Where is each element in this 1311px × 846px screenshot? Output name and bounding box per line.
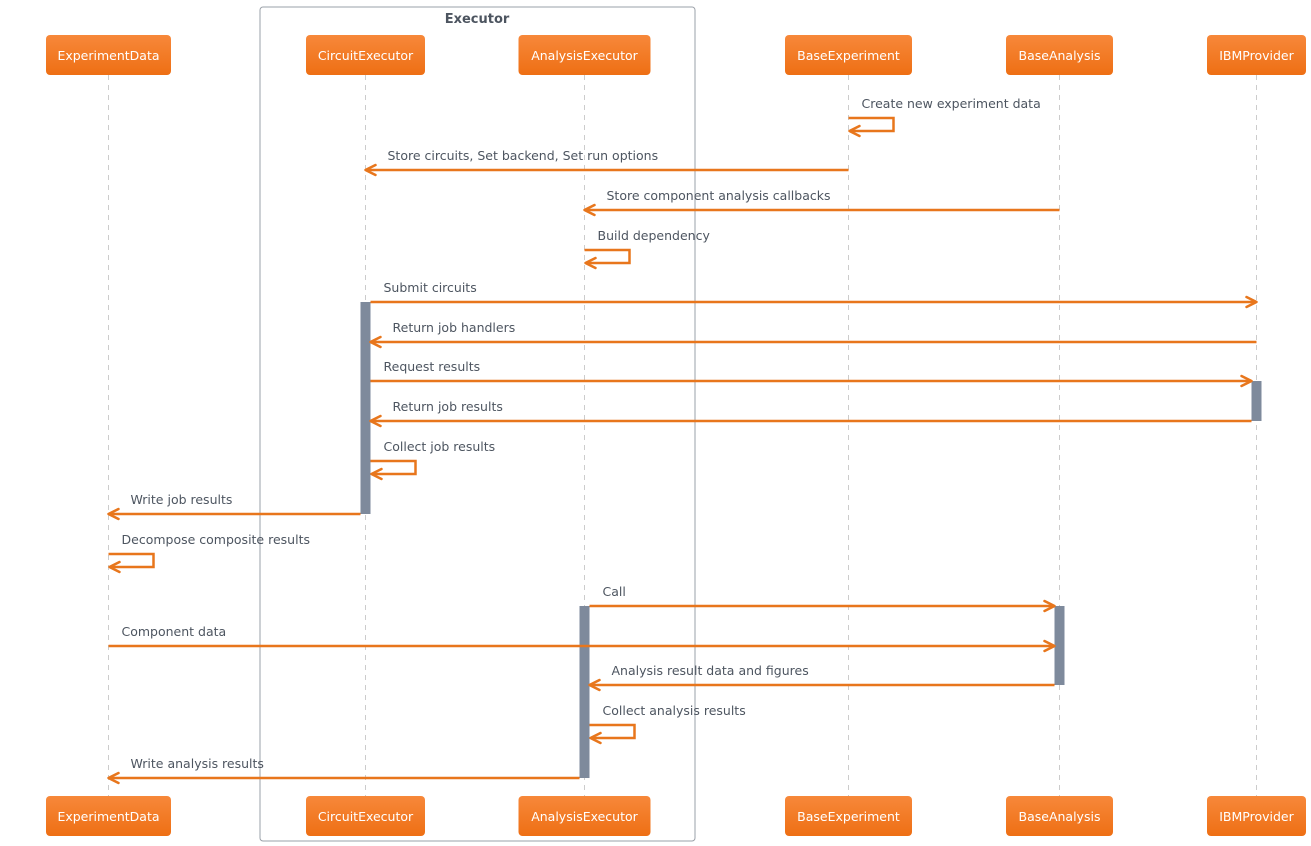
- participant-label: CircuitExecutor: [318, 48, 414, 63]
- participants-bottom: ExperimentData CircuitExecutor AnalysisExe…: [46, 796, 1306, 836]
- lifelines: [108, 75, 1257, 796]
- participant-box: [1006, 35, 1113, 75]
- participant-label: CircuitExecutor: [318, 809, 414, 824]
- message-label: Request results: [384, 359, 481, 374]
- participant-box: [785, 35, 912, 75]
- participant-label: ExperimentData: [57, 48, 159, 63]
- participant-box: [46, 796, 171, 836]
- participant-ibm-bottom: IBMProvider: [1207, 796, 1306, 836]
- participant-box: [1207, 796, 1306, 836]
- participant-ibm-top: IBMProvider: [1207, 35, 1306, 75]
- executor-group-title: Executor: [445, 12, 510, 27]
- activation-bars: [360, 302, 1262, 778]
- activation-bar-ba: [1054, 606, 1065, 685]
- participant-box: [306, 35, 425, 75]
- message-arrow: Call: [589, 584, 1056, 613]
- message-arrow: Analysis result data and figures: [588, 663, 1055, 692]
- participant-box: [518, 35, 651, 75]
- participants-top: ExperimentData CircuitExecutor AnalysisExe…: [46, 35, 1306, 75]
- participant-box: [306, 796, 425, 836]
- message-label: Call: [603, 584, 626, 599]
- message-label: Component data: [122, 624, 227, 639]
- message-arrow: Store circuits, Set backend, Set run opt…: [364, 148, 849, 177]
- message-label: Write job results: [131, 492, 233, 507]
- message-arrow: Request results: [370, 359, 1253, 388]
- message-arrow: Store component analysis callbacks: [583, 188, 1060, 217]
- message-label: Store circuits, Set backend, Set run opt…: [388, 148, 659, 163]
- participant-label: AnalysisExecutor: [531, 48, 638, 63]
- participant-be-bottom: BaseExperiment: [785, 796, 912, 836]
- participant-label: AnalysisExecutor: [531, 809, 638, 824]
- message-label: Return job handlers: [393, 320, 516, 335]
- participant-ed-top: ExperimentData: [46, 35, 171, 75]
- executor-group: Executor: [259, 6, 696, 842]
- participant-ae-top: AnalysisExecutor: [518, 35, 651, 75]
- participant-label: BaseAnalysis: [1019, 809, 1101, 824]
- message-arrow: Submit circuits: [370, 280, 1258, 309]
- message-label: Return job results: [393, 399, 503, 414]
- participant-box: [518, 796, 651, 836]
- participant-label: BaseAnalysis: [1019, 48, 1101, 63]
- participant-ba-bottom: BaseAnalysis: [1006, 796, 1113, 836]
- message-arrow: Decompose composite results: [108, 532, 310, 574]
- message-arrow: Return job results: [369, 399, 1252, 428]
- participant-ba-top: BaseAnalysis: [1006, 35, 1113, 75]
- message-label: Submit circuits: [384, 280, 477, 295]
- participant-box: [785, 796, 912, 836]
- message-arrow: Write job results: [107, 492, 361, 521]
- activation-bar-ibm: [1251, 381, 1262, 421]
- message-label: Store component analysis callbacks: [607, 188, 831, 203]
- message-arrow: Create new experiment data: [848, 96, 1041, 138]
- message-arrow: Collect analysis results: [589, 703, 746, 745]
- participant-label: IBMProvider: [1219, 809, 1294, 824]
- participant-ce-top: CircuitExecutor: [306, 35, 425, 75]
- participant-label: BaseExperiment: [797, 48, 900, 63]
- participant-box: [46, 35, 171, 75]
- participant-label: IBMProvider: [1219, 48, 1294, 63]
- participant-label: ExperimentData: [57, 809, 159, 824]
- message-arrow: Collect job results: [370, 439, 496, 481]
- participant-ae-bottom: AnalysisExecutor: [518, 796, 651, 836]
- message-label: Collect analysis results: [603, 703, 746, 718]
- participant-label: BaseExperiment: [797, 809, 900, 824]
- message-label: Decompose composite results: [122, 532, 310, 547]
- participant-box: [1006, 796, 1113, 836]
- message-arrow: Return job handlers: [369, 320, 1257, 349]
- message-label: Create new experiment data: [862, 96, 1041, 111]
- participant-box: [1207, 35, 1306, 75]
- message-label: Collect job results: [384, 439, 496, 454]
- activation-bar-ce: [360, 302, 371, 514]
- participant-be-top: BaseExperiment: [785, 35, 912, 75]
- message-label: Build dependency: [598, 228, 711, 243]
- message-arrow: Build dependency: [584, 228, 711, 270]
- participant-ce-bottom: CircuitExecutor: [306, 796, 425, 836]
- message-arrow: Component data: [108, 624, 1056, 653]
- activation-bar-ae: [579, 606, 590, 778]
- participant-ed-bottom: ExperimentData: [46, 796, 171, 836]
- message-arrow: Write analysis results: [107, 756, 580, 785]
- message-label: Write analysis results: [131, 756, 264, 771]
- message-label: Analysis result data and figures: [612, 663, 809, 678]
